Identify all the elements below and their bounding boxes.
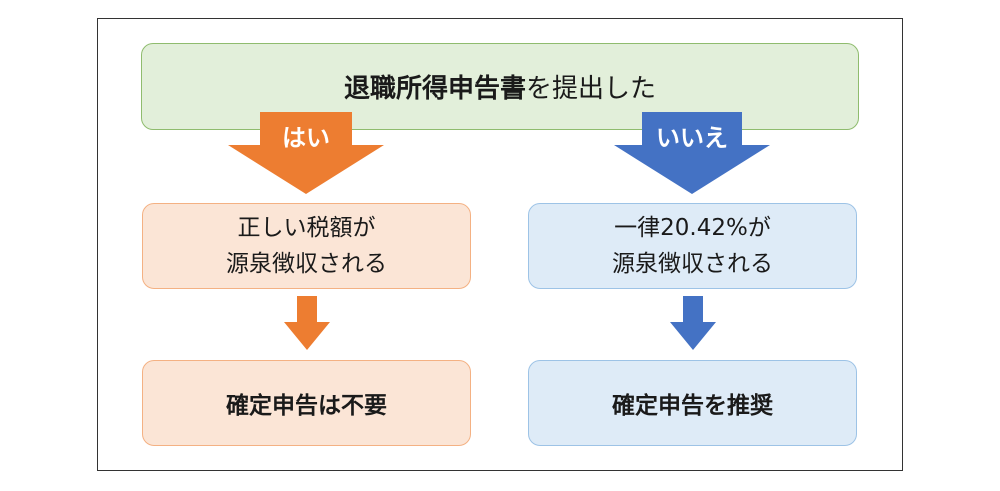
yes-conclusion-text: 確定申告は不要	[226, 393, 387, 419]
no-conclusion-box: 確定申告を推奨	[528, 360, 857, 446]
question-bold-text: 退職所得申告書	[343, 74, 526, 104]
yes-result-line2: 源泉徴収される	[226, 251, 387, 277]
no-conclusion-text: 確定申告を推奨	[612, 393, 773, 419]
no-arrow-shape	[614, 112, 770, 194]
no-down-arrow-shape	[670, 296, 716, 350]
yes-conclusion-box: 確定申告は不要	[142, 360, 471, 446]
question-rest-text: を提出した	[526, 74, 657, 104]
no-arrow: いいえ	[614, 112, 770, 194]
yes-label: はい	[282, 124, 330, 152]
yes-arrow-shape	[228, 112, 384, 194]
no-result-line1: 一律20.42%が	[614, 215, 771, 241]
yes-arrow: はい	[228, 112, 384, 194]
yes-down-arrow	[284, 296, 330, 350]
yes-result-box: 正しい税額が 源泉徴収される	[142, 203, 471, 289]
yes-down-arrow-shape	[284, 296, 330, 350]
no-down-arrow	[670, 296, 716, 350]
no-result-box: 一律20.42%が 源泉徴収される	[528, 203, 857, 289]
yes-result-line1: 正しい税額が	[237, 215, 376, 241]
no-label: いいえ	[656, 124, 728, 152]
no-result-line2: 源泉徴収される	[612, 251, 773, 277]
